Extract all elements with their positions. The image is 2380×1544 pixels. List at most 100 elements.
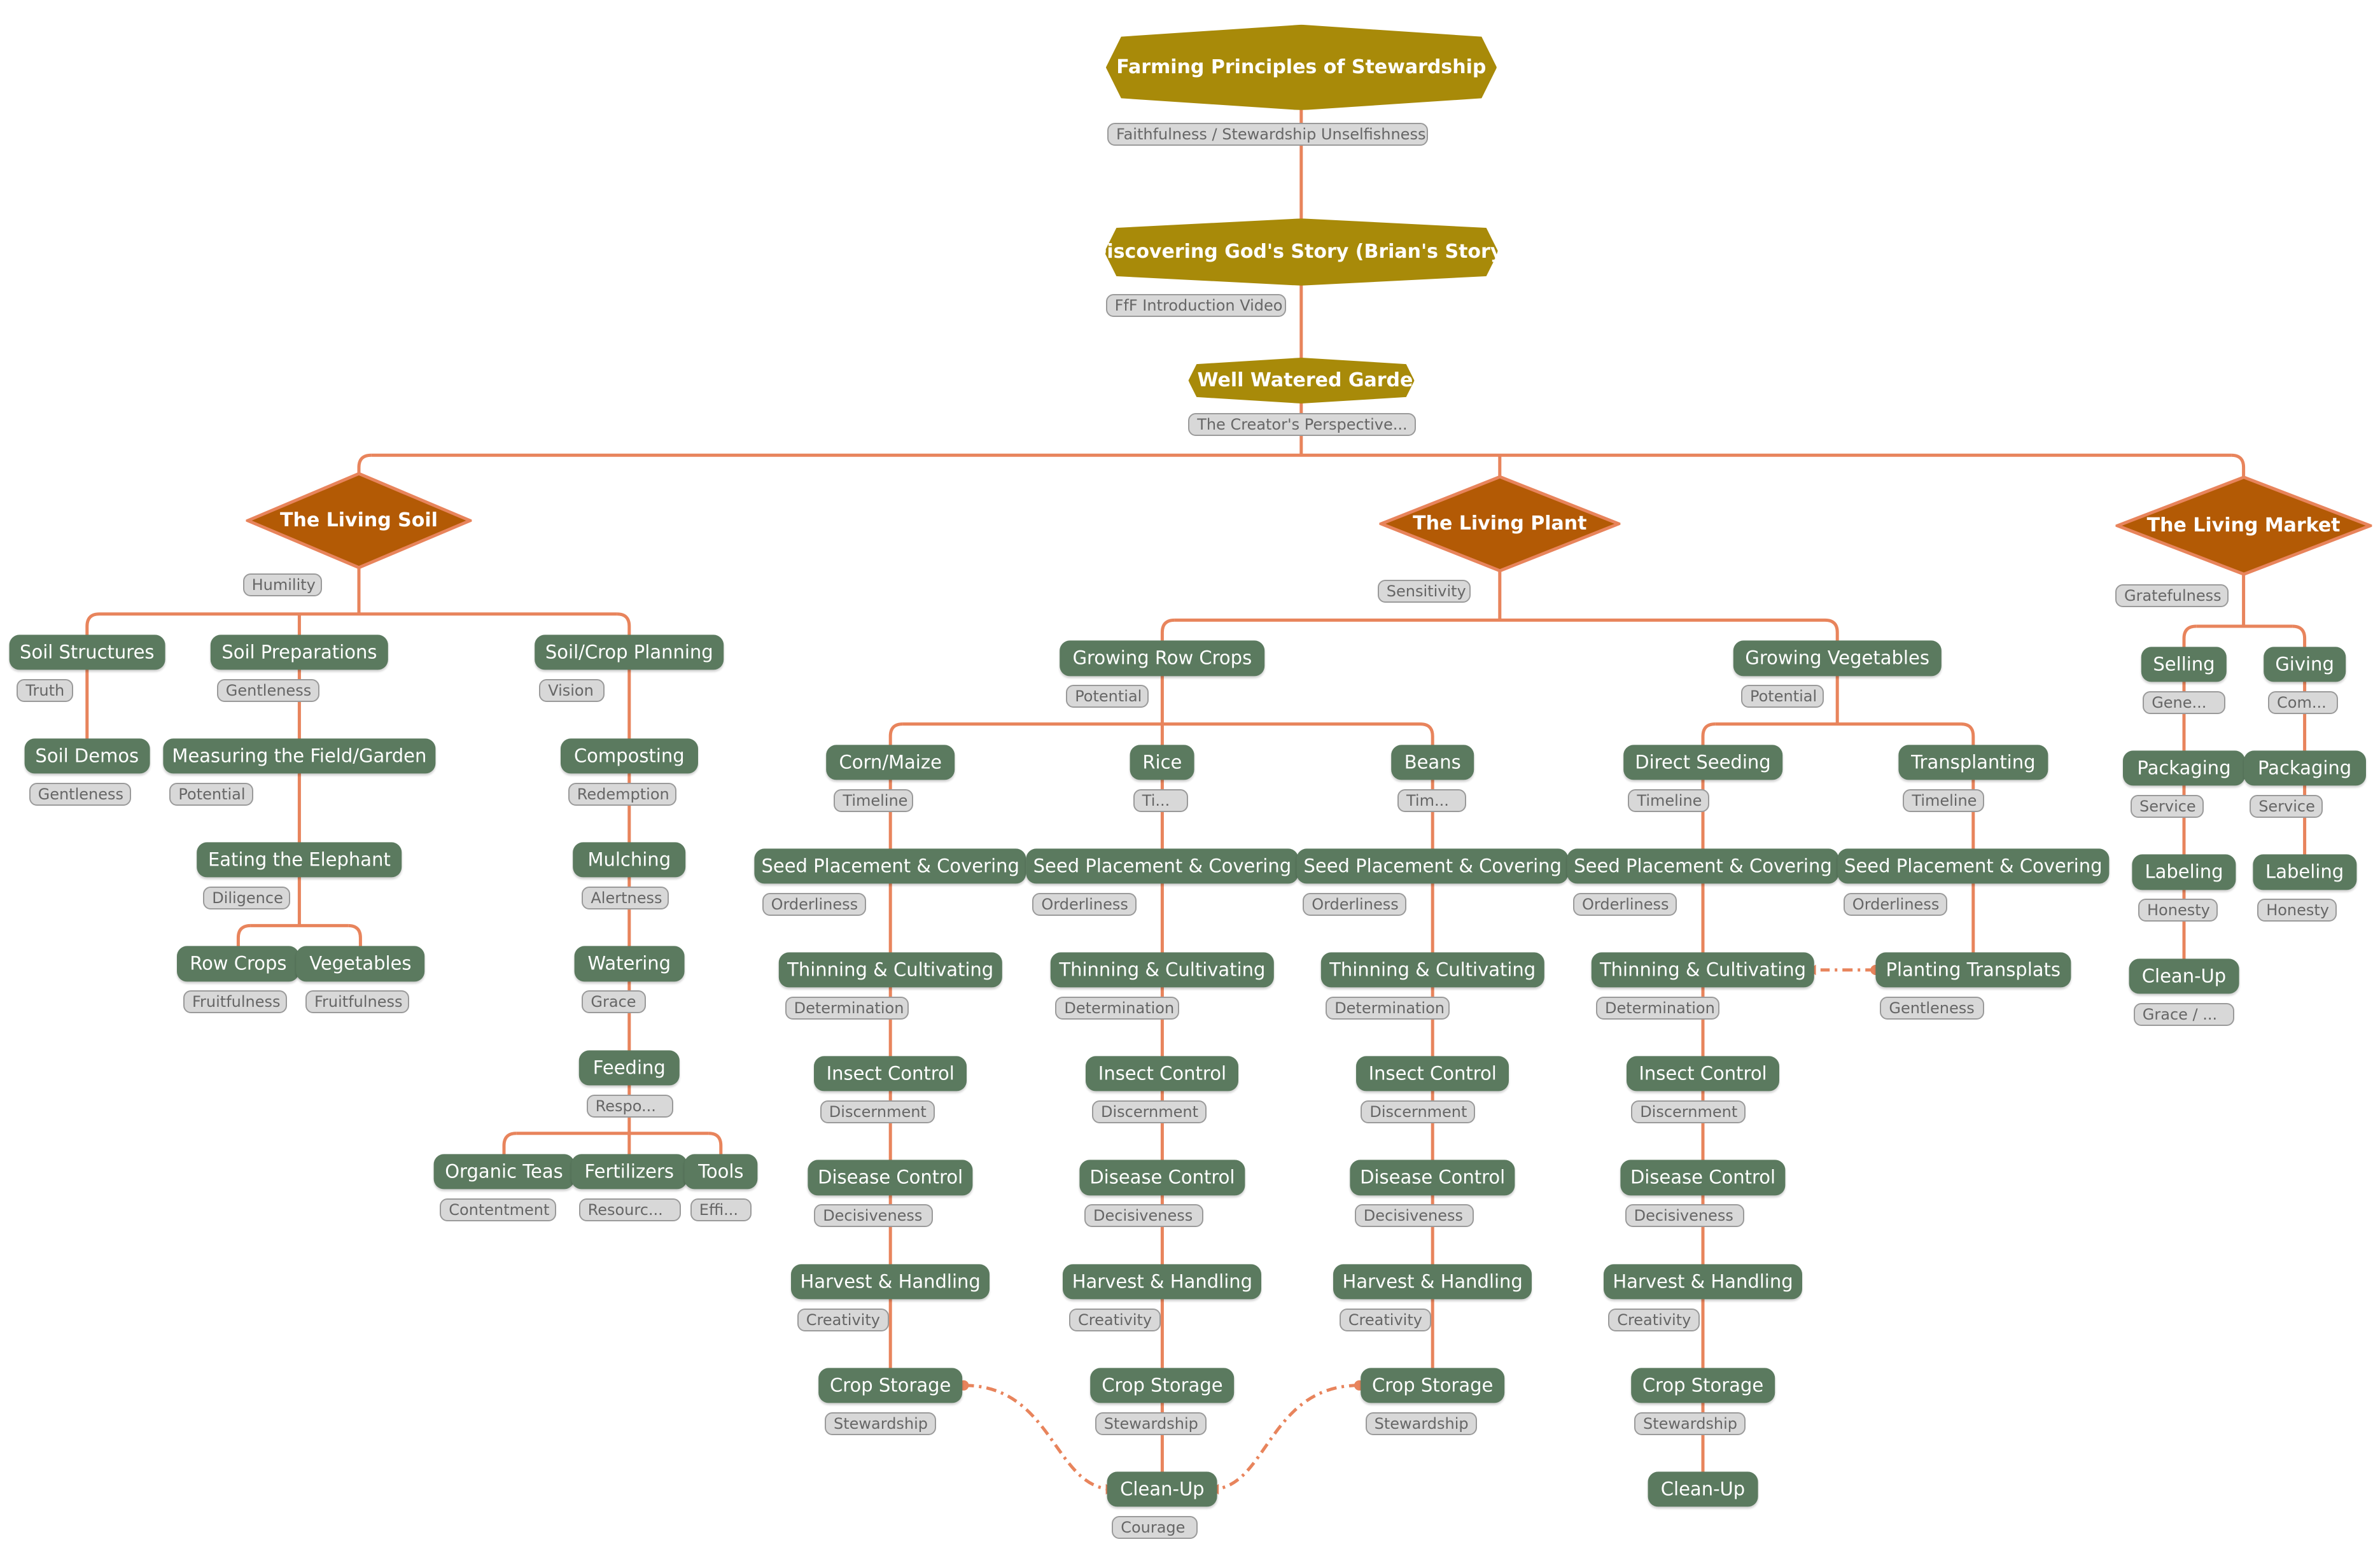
topic-tag[interactable]: Timeline <box>1903 789 1984 812</box>
topic-node-seed-a[interactable]: Seed Placement & Covering <box>754 848 1026 884</box>
topic-node-labeling-s[interactable]: Labeling <box>2132 854 2236 890</box>
topic-node-corn[interactable]: Corn/Maize <box>826 745 955 780</box>
topic-node-disease-a[interactable]: Disease Control <box>808 1160 973 1195</box>
topic-node-cleanup-d[interactable]: Clean-Up <box>1648 1471 1758 1507</box>
topic-tag[interactable]: Honesty <box>2138 899 2218 922</box>
topic-tag[interactable]: Orderliness <box>1303 892 1407 916</box>
topic-tag[interactable]: Decisiveness <box>1084 1204 1204 1228</box>
category-node[interactable]: The Living Market <box>2115 475 2372 576</box>
topic-tag[interactable]: Service <box>2250 795 2323 818</box>
title-node-tag[interactable]: The Creator's Perspective... <box>1188 413 1416 437</box>
topic-node-storage-a[interactable]: Crop Storage <box>818 1368 962 1403</box>
topic-node-thin-d[interactable]: Thinning & Cultivating <box>1591 952 1815 988</box>
topic-tag[interactable]: Determination <box>1326 997 1450 1020</box>
topic-node-harvest-b[interactable]: Harvest & Handling <box>1063 1264 1262 1300</box>
topic-node-growing-vegetables[interactable]: Growing Vegetables <box>1733 640 1942 676</box>
topic-node-packaging-g[interactable]: Packaging <box>2243 750 2366 786</box>
topic-tag[interactable]: Determination <box>1596 997 1720 1020</box>
topic-node-thin-a[interactable]: Thinning & Cultivating <box>778 952 1002 988</box>
category-tag[interactable]: Humility <box>242 573 323 597</box>
topic-tag[interactable]: Stewardship <box>825 1412 937 1435</box>
topic-tag[interactable]: Fruitfulness <box>305 990 410 1014</box>
topic-tag[interactable]: Tim... <box>1397 789 1466 812</box>
category-node[interactable]: The Living Plant <box>1379 475 1621 573</box>
topic-node-disease-d[interactable]: Disease Control <box>1620 1160 1786 1195</box>
topic-tag[interactable]: Orderliness <box>1032 892 1137 916</box>
topic-node-insect-a[interactable]: Insect Control <box>814 1056 967 1091</box>
topic-node-insect-c[interactable]: Insect Control <box>1356 1056 1509 1091</box>
title-node[interactable]: Discovering God's Story (Brian's Story) <box>1091 218 1511 286</box>
topic-node-planting-transplats[interactable]: Planting Transplats <box>1875 952 2071 988</box>
topic-node-selling[interactable]: Selling <box>2141 647 2227 682</box>
topic-tag[interactable]: Stewardship <box>1634 1412 1746 1435</box>
topic-tag[interactable]: Discernment <box>1361 1100 1476 1124</box>
topic-node-disease-b[interactable]: Disease Control <box>1079 1160 1245 1195</box>
topic-node-measuring[interactable]: Measuring the Field/Garden <box>163 738 435 774</box>
topic-tag[interactable]: Respo... <box>586 1094 674 1118</box>
topic-node-seed-c[interactable]: Seed Placement & Covering <box>1296 848 1569 884</box>
topic-node-mulching[interactable]: Mulching <box>573 842 686 878</box>
title-node[interactable]: Farming Principles of Stewardship <box>1105 24 1497 110</box>
topic-tag[interactable]: Potential <box>1066 685 1149 708</box>
topic-node-seed-e[interactable]: Seed Placement & Covering <box>1837 848 2110 884</box>
topic-tag[interactable]: Gene... <box>2143 691 2225 714</box>
topic-tag[interactable]: Decisiveness <box>1354 1204 1474 1228</box>
topic-node-direct-seeding[interactable]: Direct Seeding <box>1623 745 1782 780</box>
topic-tag[interactable]: Determination <box>785 997 909 1020</box>
topic-node-eating-elephant[interactable]: Eating the Elephant <box>197 842 402 878</box>
topic-tag[interactable]: Ti... <box>1133 789 1189 812</box>
category-tag[interactable]: Sensitivity <box>1377 579 1471 603</box>
topic-node-disease-c[interactable]: Disease Control <box>1350 1160 1515 1195</box>
topic-node-tools[interactable]: Tools <box>684 1154 758 1190</box>
title-node-tag[interactable]: FfF Introduction Video <box>1105 294 1286 317</box>
topic-node-insect-d[interactable]: Insect Control <box>1627 1056 1779 1091</box>
topic-node-thin-c[interactable]: Thinning & Cultivating <box>1320 952 1544 988</box>
topic-tag[interactable]: Contentment <box>440 1198 556 1221</box>
title-node[interactable]: A Well Watered Garden <box>1176 357 1427 404</box>
topic-node-labeling-g[interactable]: Labeling <box>2253 854 2357 890</box>
topic-node-seed-d[interactable]: Seed Placement & Covering <box>1567 848 1839 884</box>
topic-tag[interactable]: Creativity <box>797 1308 889 1331</box>
topic-tag[interactable]: Resourc... <box>578 1198 682 1221</box>
topic-node-rice[interactable]: Rice <box>1130 745 1194 780</box>
topic-tag[interactable]: Stewardship <box>1095 1412 1207 1435</box>
topic-tag[interactable]: Vision <box>539 678 605 702</box>
topic-tag[interactable]: Creativity <box>1069 1308 1161 1331</box>
topic-tag[interactable]: Redemption <box>568 783 677 806</box>
topic-tag[interactable]: Discernment <box>1092 1100 1207 1124</box>
topic-node-watering[interactable]: Watering <box>574 946 685 981</box>
topic-tag[interactable]: Decisiveness <box>814 1204 934 1228</box>
topic-tag[interactable]: Com... <box>2268 691 2339 714</box>
topic-tag[interactable]: Effi... <box>690 1198 752 1221</box>
topic-tag[interactable]: Stewardship <box>1365 1412 1477 1435</box>
topic-tag[interactable]: Orderliness <box>1573 892 1677 916</box>
topic-node-soil-demos[interactable]: Soil Demos <box>24 738 150 774</box>
topic-node-storage-c[interactable]: Crop Storage <box>1361 1368 1504 1403</box>
topic-node-giving[interactable]: Giving <box>2263 647 2346 682</box>
topic-tag[interactable]: Potential <box>1741 685 1824 708</box>
topic-node-row-crops[interactable]: Row Crops <box>177 946 300 981</box>
topic-node-harvest-c[interactable]: Harvest & Handling <box>1333 1264 1532 1300</box>
topic-tag[interactable]: Service <box>2131 795 2204 818</box>
topic-node-vegetables[interactable]: Vegetables <box>296 946 425 981</box>
topic-tag[interactable]: Determination <box>1055 997 1179 1020</box>
topic-tag[interactable]: Courage <box>1112 1516 1198 1539</box>
topic-node-soil-crop-planning[interactable]: Soil/Crop Planning <box>535 635 724 670</box>
topic-tag[interactable]: Gentleness <box>216 678 319 702</box>
topic-node-harvest-a[interactable]: Harvest & Handling <box>791 1264 990 1300</box>
topic-node-feeding[interactable]: Feeding <box>578 1050 680 1086</box>
topic-tag[interactable]: Truth <box>17 678 74 702</box>
topic-node-cleanup-s[interactable]: Clean-Up <box>2129 958 2239 994</box>
topic-tag[interactable]: Creativity <box>1339 1308 1431 1331</box>
category-tag[interactable]: Gratefulness <box>2115 584 2229 607</box>
topic-node-organic-teas[interactable]: Organic Teas <box>433 1154 575 1190</box>
category-node[interactable]: The Living Soil <box>246 472 472 570</box>
topic-node-thin-b[interactable]: Thinning & Cultivating <box>1051 952 1274 988</box>
topic-tag[interactable]: Creativity <box>1608 1308 1700 1331</box>
topic-node-beans[interactable]: Beans <box>1391 745 1474 780</box>
topic-tag[interactable]: Decisiveness <box>1625 1204 1744 1228</box>
topic-node-growing-row-crops[interactable]: Growing Row Crops <box>1060 640 1265 676</box>
topic-node-fertilizers[interactable]: Fertilizers <box>571 1154 687 1190</box>
topic-tag[interactable]: Orderliness <box>1843 892 1947 916</box>
topic-tag[interactable]: Orderliness <box>762 892 866 916</box>
